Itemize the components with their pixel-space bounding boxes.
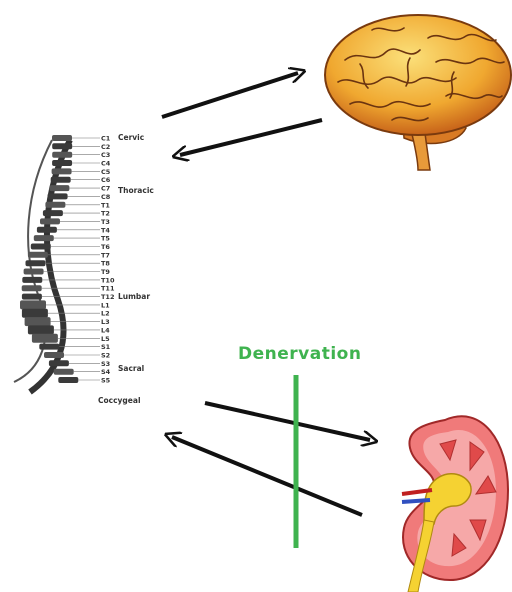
vertebra-c2 [52, 143, 72, 149]
region-label-thoracic: Thoracic [118, 187, 154, 195]
vertebra-l2 [22, 309, 48, 318]
vertebra-c5 [52, 168, 72, 174]
region-label-coccygeal: Coccygeal [98, 397, 141, 405]
spine-level-label: S2 [101, 352, 110, 360]
arrow-spine-to-brain [162, 73, 298, 117]
spine-level-label: T2 [101, 210, 110, 218]
denervation-label: Denervation [238, 344, 361, 364]
spine-level-label: L3 [101, 318, 110, 326]
spine-level-label: T1 [101, 201, 110, 209]
vertebra-c1 [52, 135, 72, 141]
region-label-lumbar: Lumbar [118, 293, 150, 301]
spine-level-label: T12 [101, 293, 114, 301]
region-label-cervical: Cervic [118, 134, 144, 142]
vertebra-t8 [26, 260, 46, 266]
spine-level-label: T3 [101, 218, 110, 226]
arrows [162, 73, 370, 515]
vertebra-t12 [22, 294, 42, 300]
vertebra-t5 [34, 235, 54, 241]
vertebra-l5 [32, 334, 58, 343]
region-label-sacral: Sacral [118, 365, 144, 373]
spine-level-label: C6 [101, 176, 111, 184]
spine-level-label: C4 [101, 160, 111, 168]
vertebra-s2 [44, 352, 64, 358]
arrow-brain-to-spine [180, 120, 322, 155]
spine-level-label: T11 [101, 285, 115, 293]
vertebra-c4 [52, 160, 72, 166]
kidney-icon [402, 416, 508, 592]
vertebra-c3 [52, 152, 72, 158]
spine-level-label: C3 [101, 151, 110, 159]
vertebra-c8 [48, 193, 68, 199]
vertebra-t9 [24, 269, 44, 275]
spine-level-label: C5 [101, 168, 111, 176]
vertebra-t4 [37, 227, 57, 233]
vertebra-l4 [28, 325, 54, 334]
vertebra-l3 [25, 317, 51, 326]
spine-level-labels: C1C2C3C4C5C6C7C8T1T2T3T4T5T6T7T8T9T10T11… [101, 135, 115, 385]
vertebra-s3 [49, 360, 69, 366]
vertebra-t6 [31, 244, 51, 250]
spine-level-label: L4 [101, 326, 110, 334]
brain-icon [325, 15, 511, 170]
spine-level-label: T10 [101, 276, 115, 284]
vertebra-t2 [43, 210, 63, 216]
spine-level-label: S1 [101, 343, 111, 351]
spine-level-label: T8 [101, 260, 110, 268]
vertebra-t7 [28, 252, 48, 258]
spine-level-label: L1 [101, 301, 110, 309]
vertebra-t10 [22, 277, 42, 283]
spine-level-label: T4 [101, 226, 110, 234]
spine-level-label: S3 [101, 360, 110, 368]
vertebra-s4 [54, 369, 74, 375]
spine-level-label: T5 [101, 235, 110, 243]
spine-level-label: T7 [101, 251, 110, 259]
cerebrum [325, 15, 511, 135]
vertebra-c6 [51, 177, 71, 183]
arrow-kidney-to-spine [172, 437, 362, 515]
spine-level-label: S5 [101, 377, 111, 385]
vertebra-s5 [58, 377, 78, 383]
renal-vein [402, 500, 430, 502]
spine-level-label: L2 [101, 310, 110, 318]
vertebra-s1 [39, 344, 59, 350]
spine-level-label: L5 [101, 335, 110, 343]
spine-level-label: T6 [101, 243, 110, 251]
spine-level-label: S4 [101, 368, 111, 376]
vertebra-t11 [22, 285, 42, 291]
spine-level-label: C2 [101, 143, 110, 151]
spine-illustration [14, 135, 100, 392]
spine-level-label: T9 [101, 268, 110, 276]
vertebra-t1 [45, 202, 65, 208]
spine-level-label: C7 [101, 185, 110, 193]
spine-level-label: C1 [101, 135, 111, 143]
arrow-spine-to-kidney [205, 403, 370, 440]
vertebra-t3 [40, 218, 60, 224]
vertebra-c7 [49, 185, 69, 191]
vertebra-l1 [20, 300, 46, 309]
spine-level-label: C8 [101, 193, 111, 201]
